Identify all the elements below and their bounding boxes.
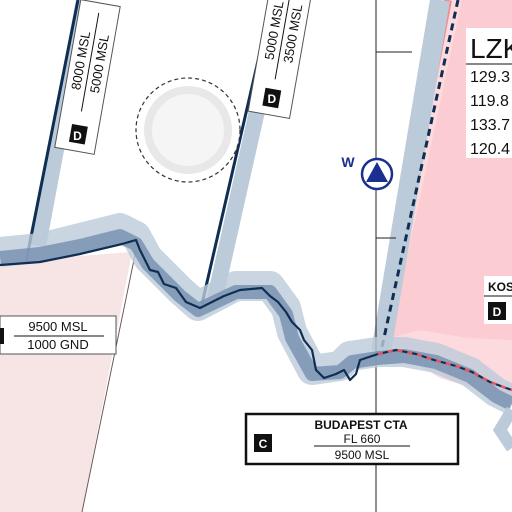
budapest-cta-lower: 9500 MSL [335,448,390,462]
budapest-cta-name: BUDAPEST CTA [314,418,407,432]
budapest-cta-upper: FL 660 [344,432,381,446]
left-lower-upper: 9500 MSL [28,319,87,334]
lower-right-band [492,406,512,452]
restricted-border-overlay [377,348,512,392]
left-lower-lower: 1000 GND [27,337,88,352]
class-d-letter: D [73,129,82,143]
left-airspace-fill [0,252,132,512]
class-d-badge-center [262,87,282,109]
waypoint-label: W [341,154,355,170]
left-sector-label: D 8000 MSL 5000 MSL [54,0,121,155]
left-airspace-edge [81,249,137,512]
zone-frequency-1: 129.3 [470,69,510,86]
national-border [0,238,512,392]
class-c-badge [254,434,272,452]
class-d-badge-sub [488,302,506,320]
zone-frequency-3: 133.7 [470,117,510,134]
zone-ident: LZK [470,33,512,64]
sub-zone-ident: KOS [488,280,512,294]
sub-zone-label: KOS D [484,276,512,324]
budapest-cta-label: C BUDAPEST CTA FL 660 9500 MSL [244,412,460,466]
restricted-zone-dashed-edge [378,0,460,357]
zone-frequency-4: 120.4 [470,141,510,158]
dashed-circle-core [152,94,224,166]
class-d-badge [68,123,88,145]
zone-frequency-2: 119.8 [470,93,509,110]
waypoint[interactable]: W [341,154,394,191]
class-d-letter-center: D [267,92,276,106]
zone-info-box: LZK 129.3 119.8 133.7 120.4 [466,28,512,158]
class-c-letter: C [259,437,268,451]
class-d-letter-sub: D [493,305,502,319]
waypoint-triangle [366,162,388,182]
center-sector-label: D 5000 MSL 3500 MSL [247,0,315,119]
left-lower-sector-label: 9500 MSL 1000 GND [0,315,117,355]
